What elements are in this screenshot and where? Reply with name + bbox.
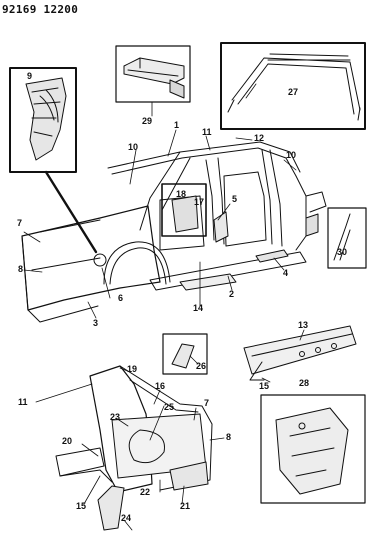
body-side-assembly (21, 141, 327, 323)
diagram-code: 92169 12200 (2, 3, 79, 16)
callout-19: 19 (127, 364, 138, 374)
callout-25: 25 (164, 402, 175, 412)
part-13-rocker (243, 325, 357, 381)
callout-28: 28 (299, 378, 310, 388)
callout-4: 4 (283, 268, 289, 278)
callout-7-upper: 7 (17, 218, 23, 228)
callout-17: 17 (194, 197, 205, 207)
callout-8-lower: 8 (226, 432, 232, 442)
inset-part-26 (162, 333, 208, 375)
callout-24: 24 (121, 513, 132, 523)
callout-11: 11 (202, 127, 212, 137)
callout-27: 27 (288, 87, 299, 97)
callout-26: 26 (196, 361, 207, 371)
callout-8-upper: 8 (18, 264, 24, 274)
rear-quarter-assembly (55, 365, 213, 531)
callout-3: 3 (93, 318, 99, 328)
callout-10-right: 10 (286, 150, 297, 160)
callout-2: 2 (229, 289, 235, 299)
inset-part-9 (9, 67, 77, 173)
callout-29: 29 (142, 116, 153, 126)
inset-part-28 (260, 394, 366, 504)
inset-part-30 (305, 207, 367, 269)
inset-part-27 (220, 42, 366, 130)
callout-10-left: 10 (128, 142, 139, 152)
callout-7-lower: 7 (204, 398, 210, 408)
callout-21: 21 (180, 501, 191, 511)
callout-14: 14 (193, 303, 204, 313)
callout-15-right: 15 (259, 381, 270, 391)
callout-13: 13 (298, 320, 309, 330)
callout-12: 12 (254, 133, 265, 143)
callout-9: 9 (27, 71, 33, 81)
callout-5: 5 (232, 194, 238, 204)
callout-15-lower: 15 (76, 501, 87, 511)
leader-lines (23, 83, 305, 531)
callout-11-lower: 11 (18, 397, 28, 407)
callout-23: 23 (110, 412, 121, 422)
callout-22: 22 (140, 487, 151, 497)
inset-part-29 (115, 45, 191, 103)
callout-6: 6 (118, 293, 124, 303)
callout-18: 18 (176, 189, 187, 199)
callout-16: 16 (155, 381, 166, 391)
callout-30: 30 (337, 247, 348, 257)
callout-1: 1 (174, 120, 180, 130)
callout-20: 20 (62, 436, 73, 446)
